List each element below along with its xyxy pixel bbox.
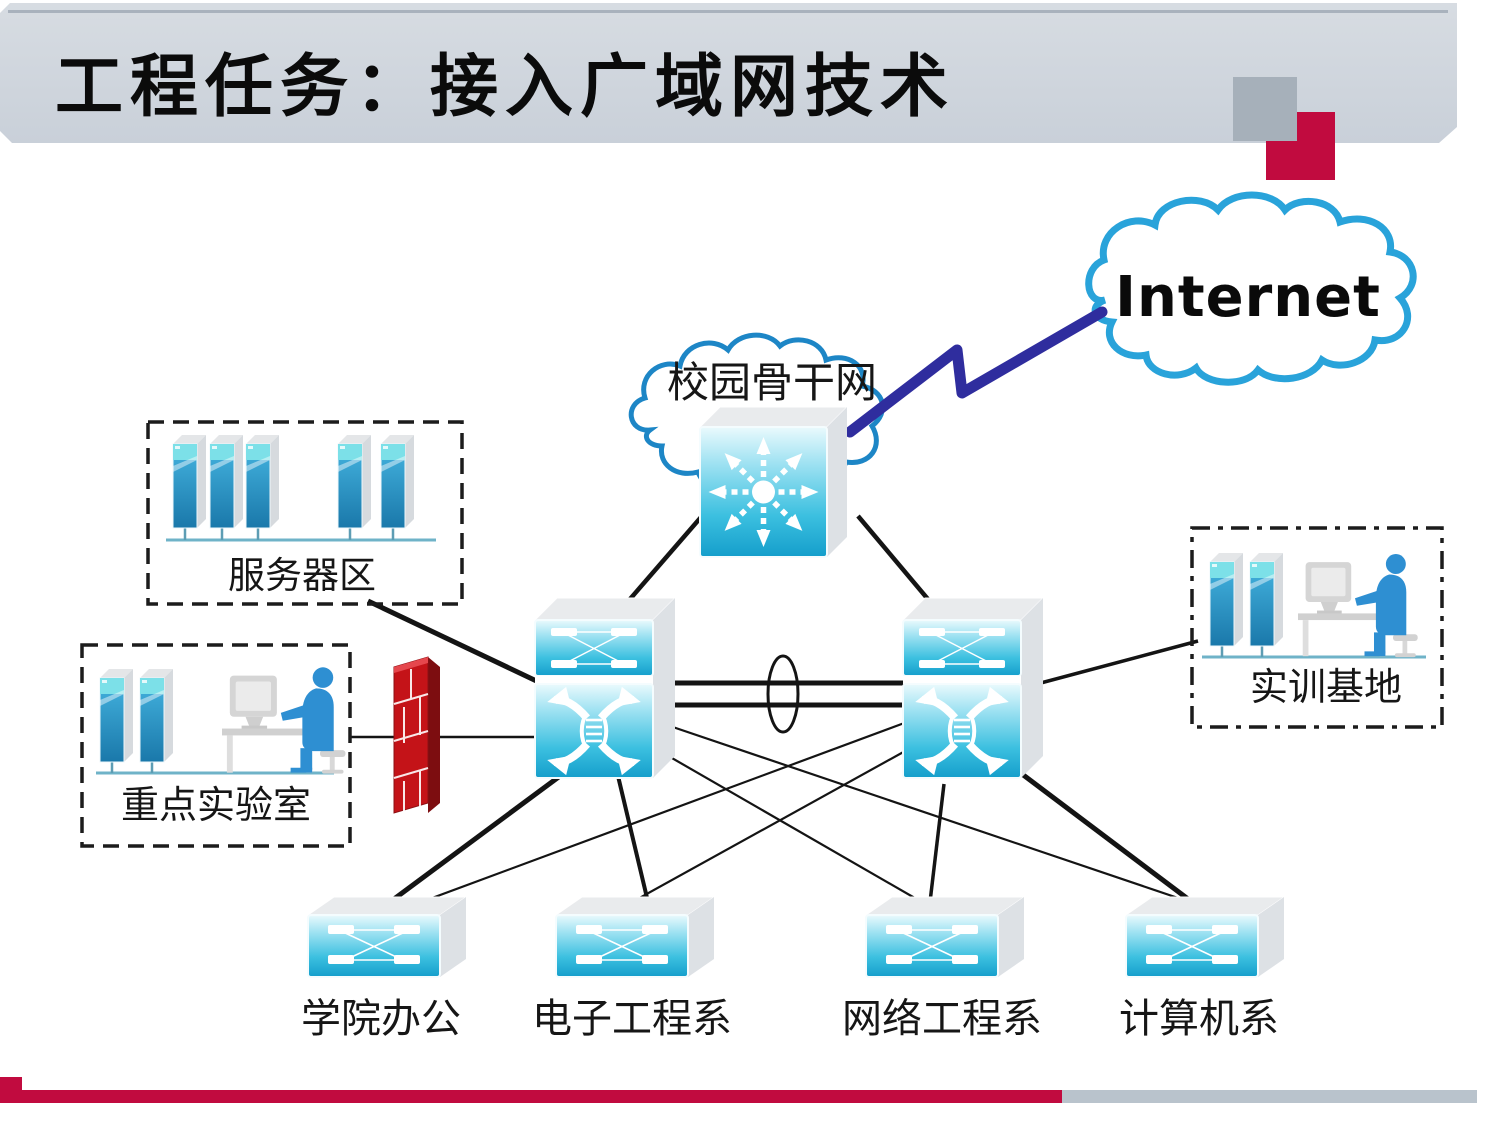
dept-office-label: 学院办公 (301, 996, 461, 1042)
footer-accent-chip (0, 1077, 22, 1103)
internet-cloud-icon (1085, 191, 1417, 386)
wan-lightning-link (844, 306, 1108, 438)
server-icon (172, 434, 207, 529)
server-area-label: 服务器区 (228, 554, 376, 597)
slide-title: 工程任务：接入广域网技术 (55, 49, 956, 125)
distribution-switch-right-icon (903, 598, 1043, 778)
access-switch-computer-icon (1125, 896, 1285, 978)
core-switch-icon (700, 407, 847, 557)
footer-gray-bar (1062, 1090, 1477, 1103)
server-icon (99, 668, 134, 763)
zone-server-area: 服务器区 (146, 420, 464, 606)
dept-network-label: 网络工程系 (842, 996, 1042, 1042)
access-switch-network-icon (865, 896, 1025, 978)
network-links (350, 514, 1199, 905)
dept-electronics-label: 电子工程系 (532, 996, 732, 1042)
access-switch-office-icon (307, 896, 467, 978)
zone-key-lab: 重点实验室 (80, 643, 352, 848)
header-accent-line (8, 10, 1448, 13)
footer-red-bar (0, 1090, 1062, 1103)
server-icon (1209, 552, 1244, 647)
server-icon (337, 434, 372, 529)
firewall-icon (393, 656, 441, 814)
workstation-user-icon (1298, 554, 1418, 658)
zone-training-base: 实训基地 (1190, 526, 1444, 729)
dept-computer-label: 计算机系 (1119, 996, 1279, 1042)
access-switch-electronics-icon (555, 896, 715, 978)
server-icon (245, 434, 280, 529)
title-bar: 工程任务：接入广域网技术 (0, 3, 1457, 143)
server-icon (139, 668, 174, 763)
key-lab-label: 重点实验室 (121, 783, 311, 827)
server-icon (380, 434, 415, 529)
distribution-switch-left-icon (535, 598, 675, 778)
etherchannel-ellipse (766, 654, 800, 734)
decoration-gray-square (1233, 77, 1297, 141)
training-base-label: 实训基地 (1250, 665, 1402, 709)
server-icon (1249, 552, 1284, 647)
server-icon (209, 434, 244, 529)
internet-label: Internet (1115, 265, 1381, 330)
campus-cloud-label: 校园骨干网 (667, 358, 877, 407)
workstation-user-icon (222, 667, 346, 774)
